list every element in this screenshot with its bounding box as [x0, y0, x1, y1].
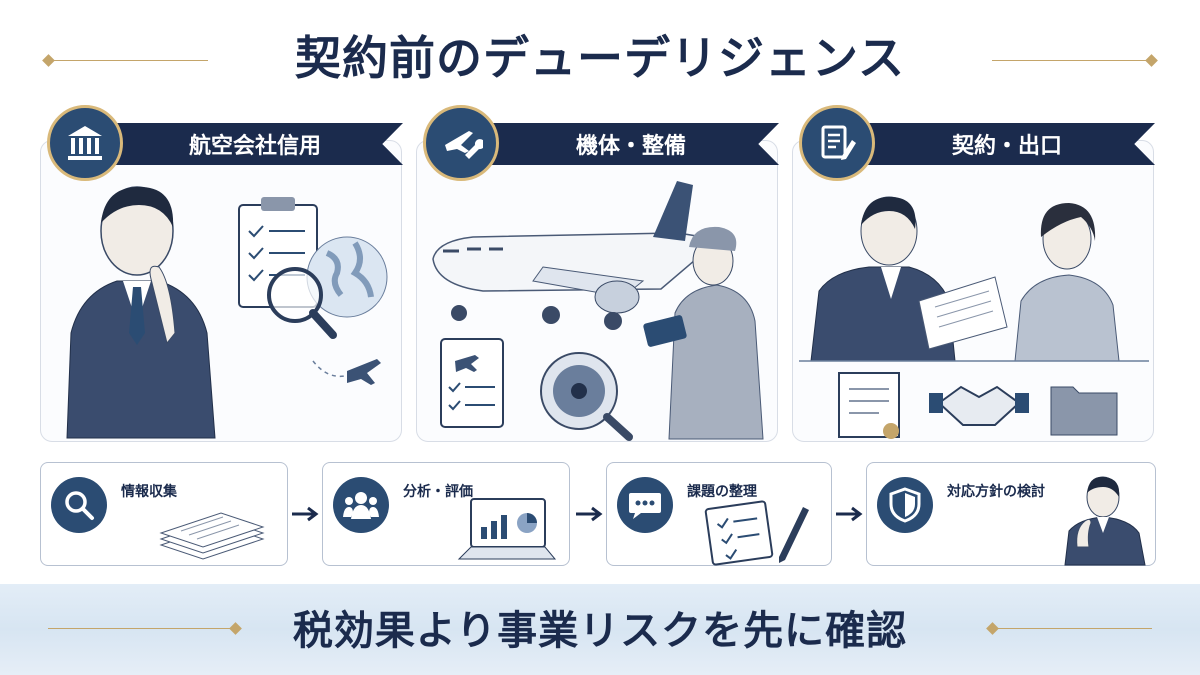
step-label: 課題の整理: [687, 484, 757, 500]
shield-icon: [877, 477, 933, 533]
title-area: 契約前のデューデリジェンス: [0, 14, 1200, 104]
contract-meeting-illustration: [799, 196, 1149, 439]
bottom-banner: 税効果より事業リスクを先に確認: [0, 584, 1200, 675]
footer-rule-left: [48, 622, 242, 635]
panel-airline-credit: 航空会社信用: [40, 105, 403, 442]
arrow-right-icon: [576, 506, 603, 522]
step-information-gathering: 情報収集: [40, 462, 288, 566]
businessman-thinking-illustration: [66, 186, 388, 439]
step-label: 情報収集: [121, 484, 177, 500]
arrow-right-icon: [292, 506, 319, 522]
businessman-small-illustration: [1064, 476, 1146, 566]
panel-title-contract-exit: 契約・出口: [859, 123, 1155, 165]
bank-icon: [47, 105, 123, 181]
people-icon: [333, 477, 389, 533]
paper-stack-illustration: [159, 512, 265, 560]
aircraft-mechanic-illustration: [432, 181, 764, 441]
airplane-wrench-icon: [423, 105, 499, 181]
step-label: 対応方針の検討: [947, 484, 1045, 500]
magnifier-icon: [51, 477, 107, 533]
step-analysis-evaluation: 分析・評価: [322, 462, 570, 566]
arrow-right-icon: [836, 506, 863, 522]
checklist-pen-illustration: [704, 500, 809, 566]
panel-contract-exit: 契約・出口: [792, 105, 1155, 442]
step-response-policy: 対応方針の検討: [866, 462, 1156, 566]
step-issue-organization: 課題の整理: [606, 462, 832, 566]
document-pen-icon: [799, 105, 875, 181]
panel-airframe-maintenance: 機体・整備: [416, 105, 779, 442]
page-title: 契約前のデューデリジェンス: [294, 31, 906, 85]
footer-rule-right: [986, 622, 1152, 635]
laptop-chart-illustration: [457, 498, 557, 560]
chat-bubble-icon: [617, 477, 673, 533]
footer-message: 税効果より事業リスクを先に確認: [292, 607, 908, 654]
title-rule-right: [992, 54, 1158, 67]
title-rule-left: [42, 54, 208, 67]
step-label: 分析・評価: [403, 484, 473, 500]
panel-title-airframe-maintenance: 機体・整備: [483, 123, 779, 165]
panel-title-airline-credit: 航空会社信用: [107, 123, 403, 165]
